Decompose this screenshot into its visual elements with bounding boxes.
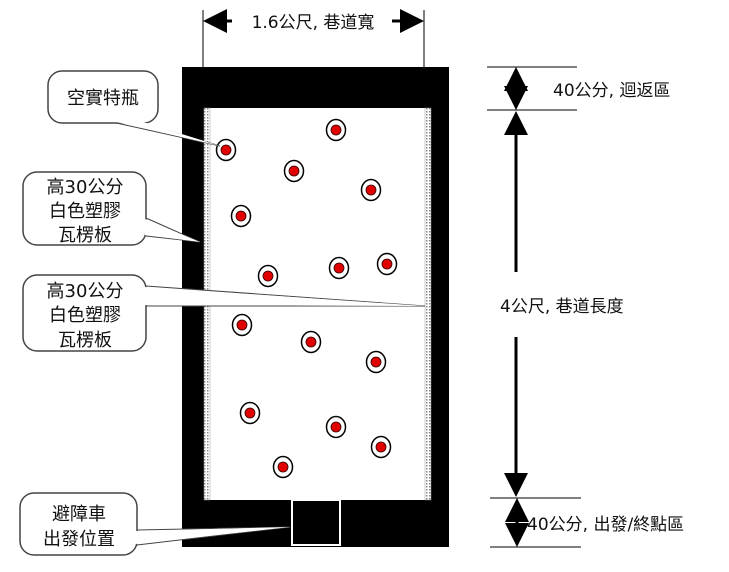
start-zone-dimension: 40公分, 出發/終點區 bbox=[490, 497, 684, 548]
callout-left-wall-line-1: 高30公分 bbox=[47, 177, 124, 198]
bottle-marker bbox=[300, 330, 322, 354]
callout-start-line-2: 出發位置 bbox=[43, 529, 115, 550]
start-position-box bbox=[291, 499, 341, 546]
callout-start-line-1: 避障車 bbox=[52, 504, 106, 525]
width-label: 1.6公尺, 巷道寬 bbox=[252, 13, 375, 33]
bottle-marker bbox=[239, 401, 261, 425]
callout-right-wall-line-1: 高30公分 bbox=[47, 281, 124, 302]
callout-left-wall-line-2: 白色塑膠 bbox=[49, 201, 121, 222]
bottle-marker bbox=[325, 118, 347, 142]
callout-bottles-text: 空實特瓶 bbox=[67, 88, 139, 109]
bottle-marker bbox=[215, 138, 237, 162]
bottle-marker bbox=[376, 252, 398, 276]
bottles-group bbox=[215, 118, 398, 479]
return-zone-label: 40公分, 迴返區 bbox=[553, 81, 670, 101]
right-corrugated-wall bbox=[424, 107, 432, 501]
bottle-marker bbox=[360, 178, 382, 202]
bottle-marker bbox=[325, 415, 347, 439]
callout-start: 避障車 出發位置 bbox=[19, 492, 291, 556]
callout-left-wall-line-3: 瓦楞板 bbox=[58, 225, 112, 246]
return-zone-dimension: 40公分, 迴返區 bbox=[487, 66, 670, 111]
callout-right-wall: 高30公分 白色塑膠 瓦楞板 bbox=[22, 274, 426, 352]
bottle-marker bbox=[328, 256, 350, 280]
bottle-marker bbox=[370, 435, 392, 459]
start-zone-label: 40公分, 出發/終點區 bbox=[527, 515, 684, 535]
bottle-marker bbox=[365, 350, 387, 374]
bottle-marker bbox=[231, 313, 253, 337]
bottle-marker bbox=[230, 204, 252, 228]
callout-right-wall-line-3: 瓦楞板 bbox=[58, 330, 112, 351]
length-dimension: 4公尺, 巷道長度 bbox=[500, 111, 624, 497]
callout-bottles: 空實特瓶 bbox=[47, 70, 221, 147]
callout-left-wall: 高30公分 白色塑膠 瓦楞板 bbox=[22, 171, 201, 246]
width-dimension: 1.6公尺, 巷道寬 bbox=[202, 9, 425, 72]
bottle-marker bbox=[257, 264, 279, 288]
bottle-marker bbox=[283, 159, 305, 183]
callout-right-wall-line-2: 白色塑膠 bbox=[49, 305, 121, 326]
length-label: 4公尺, 巷道長度 bbox=[500, 297, 624, 317]
bottle-marker bbox=[272, 455, 294, 479]
